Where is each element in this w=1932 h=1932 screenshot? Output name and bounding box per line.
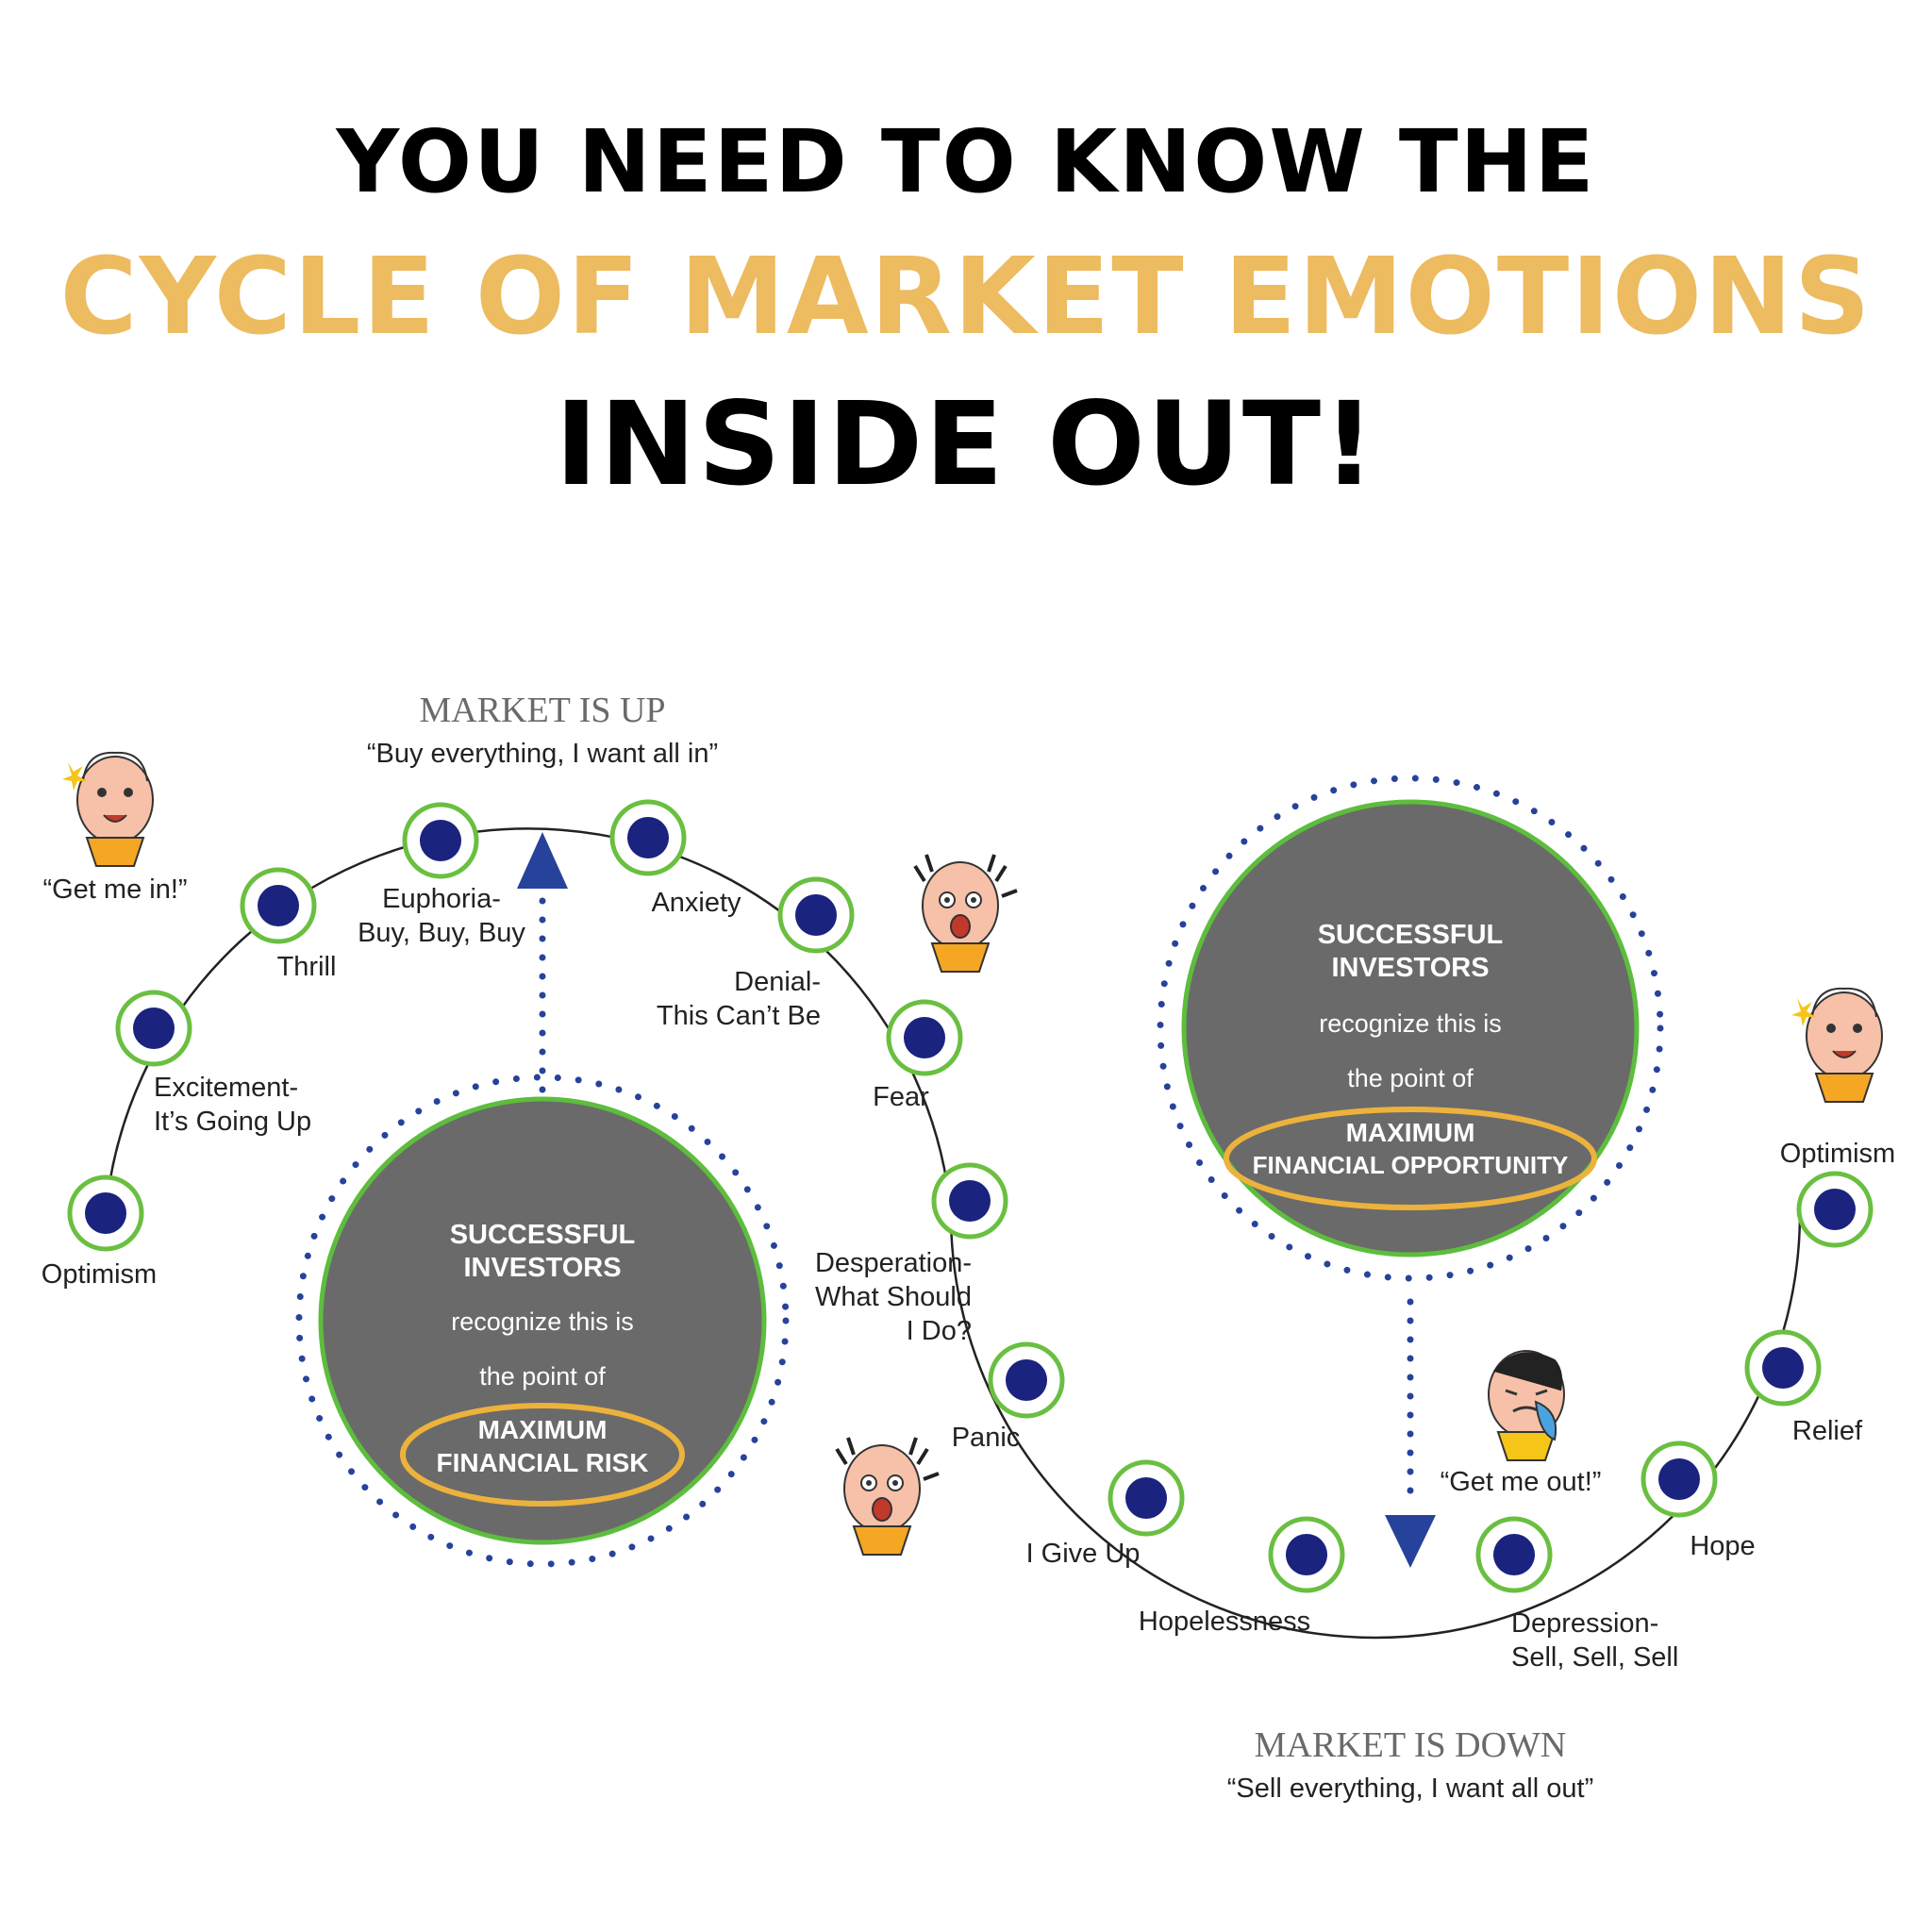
scared-character-icon (913, 853, 1019, 974)
label-depression-2: Sell, Sell, Sell (1511, 1642, 1678, 1673)
risk-line-1: SUCCESSFUL (450, 1220, 636, 1250)
panicked-character-icon (835, 1436, 941, 1557)
opportunity-line-4: the point of (1347, 1064, 1474, 1092)
label-optimism-end: Optimism (1780, 1139, 1895, 1169)
node-excitement (115, 990, 192, 1067)
label-denial-1: Denial- (734, 967, 821, 997)
arrow-up-icon (517, 832, 568, 889)
label-fear: Fear (873, 1082, 929, 1112)
label-desperation-3: I Do? (907, 1316, 972, 1346)
risk-circle: SUCCESSFUL INVESTORS recognize this is t… (318, 1096, 767, 1545)
market-up-quote: “Buy everything, I want all in” (367, 739, 718, 769)
label-excitement-1: Excitement- (154, 1073, 298, 1103)
node-panic (988, 1341, 1065, 1419)
risk-line-2: INVESTORS (463, 1253, 621, 1283)
quote-get-me-in: “Get me in!” (42, 874, 187, 905)
market-down-title: MARKET IS DOWN (1255, 1725, 1567, 1765)
label-optimism-start: Optimism (42, 1259, 157, 1290)
opportunity-line-6: FINANCIAL OPPORTUNITY (1253, 1151, 1569, 1179)
label-hope: Hope (1690, 1531, 1755, 1561)
quote-get-me-out: “Get me out!” (1441, 1467, 1602, 1497)
crying-character-icon (1487, 1349, 1566, 1462)
label-depression-1: Depression- (1511, 1608, 1658, 1639)
node-optimism-end (1796, 1171, 1874, 1248)
node-fear (886, 999, 963, 1076)
node-desperation (931, 1162, 1008, 1240)
label-desperation-1: Desperation- (815, 1248, 972, 1278)
highlight-oval (400, 1403, 685, 1507)
label-hopelessness: Hopelessness (1139, 1607, 1310, 1637)
opportunity-line-2: INVESTORS (1331, 953, 1489, 983)
node-thrill (240, 867, 317, 944)
headline-line-3: INSIDE OUT! (555, 377, 1377, 511)
opportunity-line-3: recognize this is (1319, 1009, 1502, 1038)
label-excitement-2: It’s Going Up (154, 1107, 311, 1137)
risk-line-5: MAXIMUM (478, 1415, 608, 1444)
node-hope (1641, 1441, 1718, 1518)
risk-line-3: recognize this is (451, 1307, 634, 1336)
risk-line-4: the point of (479, 1362, 606, 1391)
opportunity-circle: SUCCESSFUL INVESTORS recognize this is t… (1181, 799, 1640, 1257)
label-euphoria-1: Euphoria- (382, 884, 501, 914)
stage-nodes (67, 799, 1874, 1593)
node-optimism-start (67, 1174, 144, 1252)
node-denial (777, 876, 855, 954)
happy-character-icon (1790, 987, 1883, 1103)
label-panic: Panic (952, 1423, 1021, 1453)
market-down-quote: “Sell everything, I want all out” (1227, 1774, 1593, 1804)
node-euphoria (402, 802, 479, 879)
opportunity-line-5: MAXIMUM (1346, 1118, 1475, 1147)
happy-character-icon (61, 751, 154, 867)
label-desperation-2: What Should (815, 1282, 972, 1312)
node-relief (1744, 1329, 1822, 1407)
headline-line-2: CYCLE OF MARKET EMOTIONS (59, 236, 1873, 358)
node-anxiety (609, 799, 687, 876)
node-depression (1475, 1516, 1553, 1593)
risk-line-6: FINANCIAL RISK (436, 1448, 648, 1477)
label-anxiety: Anxiety (651, 888, 741, 918)
arrow-down-icon (1385, 1515, 1436, 1568)
dotted-connectors (295, 774, 1664, 1568)
headline-line-1: YOU NEED TO KNOW THE (336, 111, 1596, 212)
label-euphoria-2: Buy, Buy, Buy (358, 918, 525, 948)
label-denial-2: This Can’t Be (657, 1001, 821, 1031)
label-give-up: I Give Up (1026, 1539, 1141, 1569)
market-up-title: MARKET IS UP (419, 691, 665, 730)
opportunity-line-1: SUCCESSFUL (1318, 920, 1504, 950)
highlight-oval (1224, 1107, 1597, 1210)
label-relief: Relief (1792, 1416, 1863, 1446)
label-thrill: Thrill (277, 952, 337, 982)
node-give-up (1108, 1459, 1185, 1537)
node-hopelessness (1268, 1516, 1345, 1593)
